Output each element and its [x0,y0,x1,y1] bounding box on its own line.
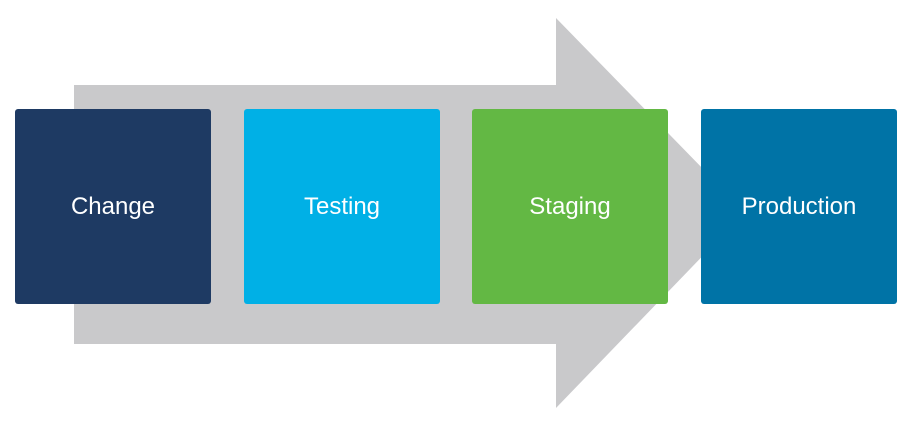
stage-production-box: Production [701,109,897,304]
stage-change-box: Change [15,109,211,304]
stage-testing-box: Testing [244,109,440,304]
stage-staging-label: Staging [529,192,611,220]
stage-testing-label: Testing [303,192,381,220]
stage-change-label: Change [70,192,156,220]
stage-staging-box: Staging [472,109,668,304]
stage-production-label: Production [741,192,857,220]
